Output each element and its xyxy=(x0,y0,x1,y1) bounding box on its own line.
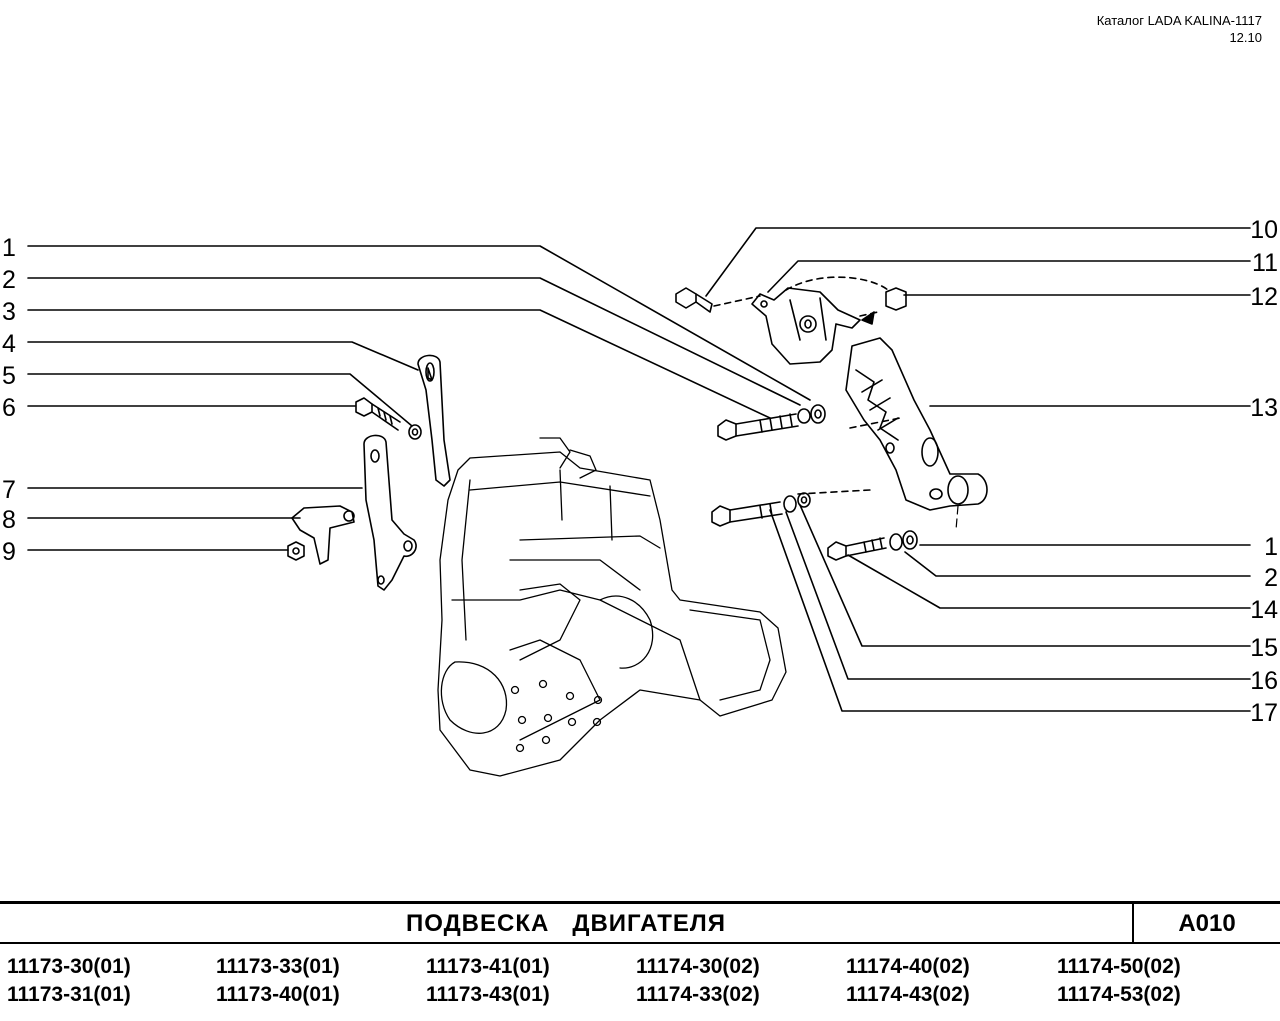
model-code: 11174-43(02) xyxy=(846,983,970,1006)
catalog-header: Каталог LADA KALINA-1117 12.10 xyxy=(1097,12,1262,46)
page-code: A010 xyxy=(1178,910,1236,937)
model-code: 11174-30(02) xyxy=(636,955,760,978)
model-code: 11173-30(01) xyxy=(7,955,131,978)
leader-lines-right xyxy=(705,227,1251,712)
model-code: 11173-43(01) xyxy=(426,983,550,1006)
cushion-11 xyxy=(751,287,861,365)
washers-1-2-lower xyxy=(889,530,918,551)
callouts-right: 10 11 12 13 1 2 14 15 16 17 xyxy=(1250,216,1278,727)
nut-9 xyxy=(287,541,305,561)
bolt-10 xyxy=(675,287,713,313)
arrow-head xyxy=(861,311,875,325)
callout-left-1: 1 xyxy=(2,234,16,262)
small-bracket-8 xyxy=(291,505,355,565)
washer-5 xyxy=(408,424,422,440)
callout-right-17: 17 xyxy=(1250,699,1278,727)
callout-left-6: 6 xyxy=(2,394,16,422)
nut-12 xyxy=(885,287,907,311)
callout-right-11: 11 xyxy=(1252,249,1278,277)
callout-left-9: 9 xyxy=(2,538,16,566)
callout-right-1: 1 xyxy=(1264,533,1278,561)
callout-right-15: 15 xyxy=(1250,634,1278,662)
model-code: 11174-33(02) xyxy=(636,983,760,1006)
catalog-name: Каталог LADA KALINA-1117 xyxy=(1096,13,1262,28)
model-code: 11174-50(02) xyxy=(1057,955,1181,978)
model-code: 11173-41(01) xyxy=(426,955,550,978)
centerline-dash xyxy=(955,505,959,531)
callout-right-13: 13 xyxy=(1250,394,1278,422)
washers-1-2-upper xyxy=(797,404,826,424)
rear-bracket-7 xyxy=(363,434,417,591)
bolt-6 xyxy=(355,397,401,431)
leader-lines-left xyxy=(27,245,811,551)
callout-right-10: 10 xyxy=(1250,216,1278,244)
model-code: 11173-40(01) xyxy=(216,983,340,1006)
support-bracket-13 xyxy=(845,337,988,511)
engine-mount-diagram: 1 2 3 4 5 6 7 8 9 10 11 12 13 1 2 14 15 … xyxy=(2,216,1278,777)
model-code: 11174-40(02) xyxy=(846,955,970,978)
title-band: ПОДВЕСКА ДВИГАТЕЛЯ A010 xyxy=(0,901,1280,944)
model-code: 11173-33(01) xyxy=(216,955,340,978)
long-bolt-3 xyxy=(717,413,799,441)
callouts-left: 1 2 3 4 5 6 7 8 9 xyxy=(2,234,16,566)
long-bolt-17 xyxy=(711,501,783,527)
engine-block-drawing xyxy=(437,437,787,777)
callout-left-8: 8 xyxy=(2,506,16,534)
callout-left-4: 4 xyxy=(2,330,16,358)
model-code: 11174-53(02) xyxy=(1057,983,1181,1006)
washers-15-16 xyxy=(783,492,811,513)
section-title: ПОДВЕСКА ДВИГАТЕЛЯ xyxy=(405,910,727,937)
title-divider xyxy=(1132,904,1134,942)
catalog-date: 12.10 xyxy=(1229,30,1262,45)
callout-left-3: 3 xyxy=(2,298,16,326)
dashed-connector-lines xyxy=(713,276,901,495)
callout-right-14: 14 xyxy=(1250,596,1278,624)
callout-left-7: 7 xyxy=(2,476,16,504)
callout-left-5: 5 xyxy=(2,362,16,390)
model-code: 11173-31(01) xyxy=(7,983,131,1006)
callout-right-12: 12 xyxy=(1250,283,1278,311)
callout-left-2: 2 xyxy=(2,266,16,294)
front-bracket-4 xyxy=(417,354,451,487)
callout-right-16: 16 xyxy=(1250,667,1278,695)
callout-right-2: 2 xyxy=(1264,564,1278,592)
bolt-14 xyxy=(827,537,887,561)
